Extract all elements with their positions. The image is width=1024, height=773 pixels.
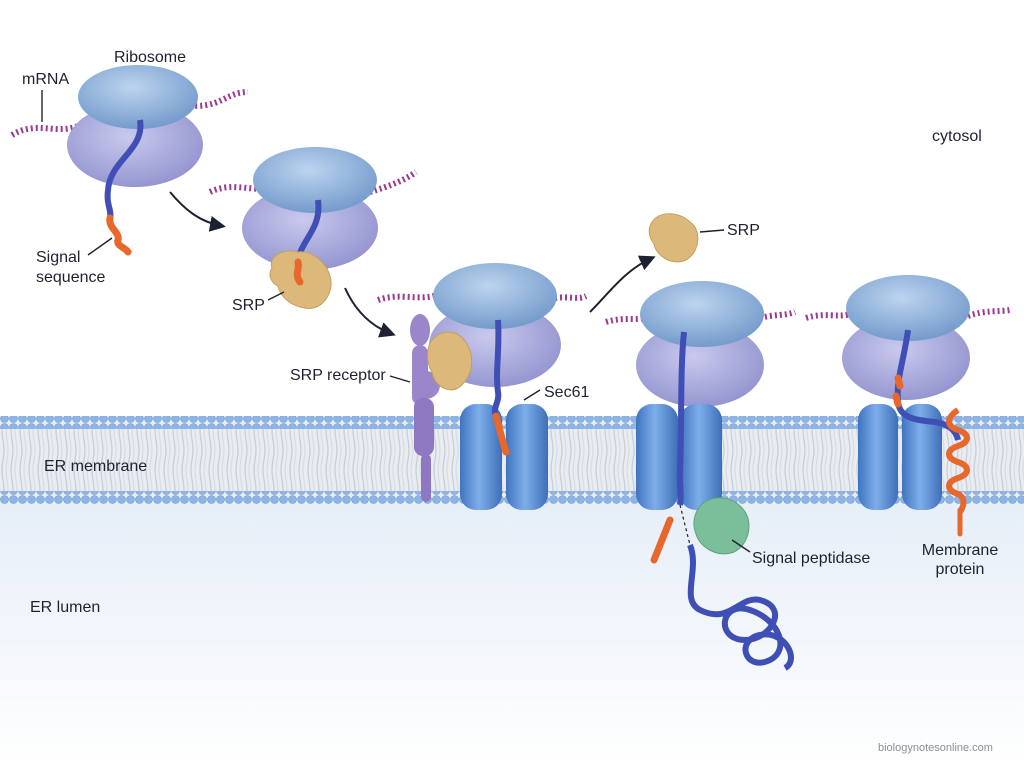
nascent-polypeptide xyxy=(676,331,687,506)
sec61-channel xyxy=(858,404,942,510)
cleaved-signal-sequence xyxy=(650,516,674,564)
label-srp-1: SRP xyxy=(232,297,265,314)
label-sec61: Sec61 xyxy=(544,384,590,401)
ribosome-small-subunit xyxy=(636,323,764,407)
label-mrna: mRNA xyxy=(22,71,70,88)
label-signal-sequence: Signal sequence xyxy=(36,249,106,286)
srp-pointer xyxy=(267,291,285,301)
translocated-polypeptide xyxy=(687,543,794,671)
srp-receptor xyxy=(410,314,440,502)
sec61-channel xyxy=(636,404,722,510)
arrow-2 xyxy=(344,287,396,338)
arrow-1 xyxy=(169,191,226,232)
stage-1-free-ribosome xyxy=(10,65,249,256)
signal-sequence xyxy=(106,214,132,256)
signal-peptidase-enzyme xyxy=(693,497,750,555)
signal-peptidase-pointer xyxy=(731,539,751,553)
sec61-channel xyxy=(460,404,548,510)
signal-sequence xyxy=(293,258,304,286)
ribosome-large-subunit xyxy=(253,147,377,213)
label-signal-peptidase: Signal peptidase xyxy=(752,550,871,567)
stage-5-membrane-protein xyxy=(805,275,1011,537)
released-srp xyxy=(648,213,725,263)
watermark: biologynotesonline.com xyxy=(878,742,993,754)
label-membrane-protein: Membrane protein xyxy=(921,542,999,578)
label-er-membrane: ER membrane xyxy=(44,458,148,475)
er-lumen-region xyxy=(0,500,1024,768)
signal-sequence xyxy=(892,392,902,408)
cleavage-site xyxy=(679,504,691,546)
nascent-polypeptide xyxy=(104,119,144,219)
label-er-lumen: ER lumen xyxy=(30,599,101,616)
nascent-polypeptide xyxy=(491,319,502,418)
ribosome-large-subunit xyxy=(846,275,970,341)
label-srp-receptor: SRP receptor xyxy=(290,367,386,384)
label-srp-2: SRP xyxy=(727,222,760,239)
transmembrane-helix xyxy=(946,407,970,514)
ribosome-large-subunit xyxy=(640,281,764,347)
stage-4-translocation xyxy=(605,281,797,671)
label-ribosome: Ribosome xyxy=(114,49,187,66)
ribosome-large-subunit xyxy=(433,263,557,329)
srp-particle xyxy=(427,331,473,391)
signal-sequence-pointer xyxy=(87,237,113,256)
signal-sequence xyxy=(894,374,904,390)
label-cytosol: cytosol xyxy=(932,128,982,145)
stage-3-docking xyxy=(376,263,588,510)
mrna-strand xyxy=(805,307,1011,321)
arrow-3 xyxy=(589,255,656,313)
stage-2-srp-binding xyxy=(208,147,418,309)
ribosome-large-subunit xyxy=(78,65,198,129)
srp-receptor-pointer xyxy=(389,375,411,383)
mrna-strand xyxy=(208,169,418,195)
sec61-pointer xyxy=(523,389,541,401)
signal-sequence xyxy=(492,412,510,456)
